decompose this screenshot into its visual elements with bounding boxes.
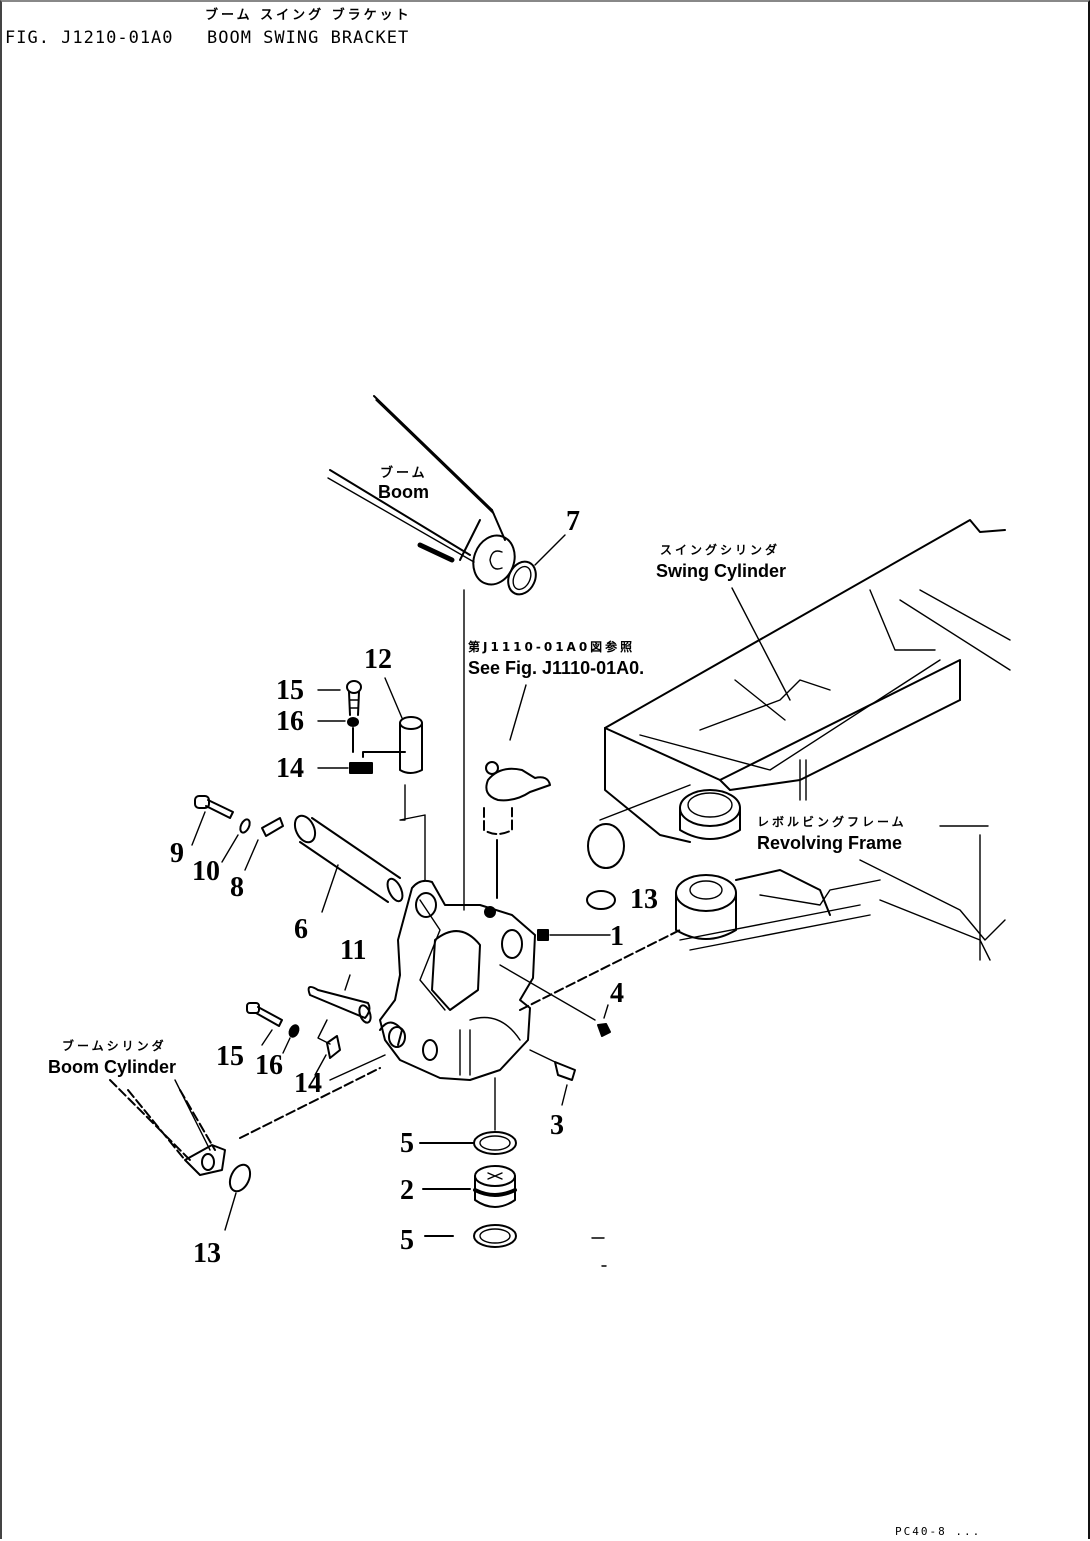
swing-cylinder-label: Swing Cylinder — [656, 561, 787, 581]
boom-label-jp: ブーム — [380, 466, 428, 481]
part-number-10: 10 — [192, 856, 220, 887]
part-number-15: 15 — [276, 675, 304, 706]
part-1-bracket — [379, 879, 611, 1081]
boom-cylinder-label: Boom Cylinder — [48, 1057, 177, 1077]
boom-label: Boom — [378, 482, 429, 502]
part-7-ring — [507, 534, 566, 596]
see-fig-label-jp: 第J1110-01A0図参照 — [468, 640, 636, 654]
part-number-16: 16 — [276, 706, 304, 737]
part-number-2: 2 — [400, 1175, 414, 1206]
leader-line — [603, 1004, 609, 1019]
part-2-bushing — [422, 1165, 517, 1208]
part-5-seal-upper — [419, 1131, 517, 1155]
boom-cylinder-end — [127, 1054, 386, 1231]
part-number-5-lower: 5 — [400, 1225, 414, 1256]
leader-line — [174, 1079, 211, 1151]
part-number-12: 12 — [364, 644, 392, 675]
part-3-fitting — [529, 1049, 576, 1106]
footer-code: PC40-8 ... — [895, 1525, 982, 1538]
boom-cylinder-label-jp: ブームシリンダ — [62, 1039, 167, 1053]
revolving-frame-label-jp: レボルビングフレーム — [757, 815, 907, 829]
swing-cylinder-connector — [483, 684, 551, 899]
bolt-9-washer-10-plate-8 — [191, 795, 284, 871]
leader-line — [731, 587, 791, 701]
part-4-nut — [597, 1023, 611, 1037]
part-number-3: 3 — [550, 1110, 564, 1141]
part-number-9: 9 — [170, 838, 184, 869]
part-number-11: 11 — [340, 935, 367, 966]
leader-line — [109, 1079, 191, 1161]
title-japanese: ブーム スイング ブラケット — [205, 8, 412, 23]
swing-cylinder-label-jp: スイングシリンダ — [660, 543, 781, 557]
figure-title: BOOM SWING BRACKET — [207, 28, 410, 48]
part-number-5-upper: 5 — [400, 1128, 414, 1159]
part-number-4: 4 — [610, 978, 624, 1009]
revolving-frame-drawing — [519, 519, 1011, 1011]
figure-number: FIG. J1210-01A0 — [5, 28, 174, 48]
part-number-7: 7 — [566, 506, 580, 537]
part-6-long-pin — [293, 814, 404, 913]
part-12-pin-assembly — [346, 680, 426, 881]
part-number-6: 6 — [294, 914, 308, 945]
part-5-seal-lower — [424, 1224, 517, 1248]
part-11-pin-assembly — [246, 974, 372, 1076]
part-number-1: 1 — [610, 921, 624, 952]
part-number-14-lower: 14 — [294, 1068, 322, 1099]
part-number-13-lower: 13 — [193, 1238, 221, 1269]
see-fig-label: See Fig. J1110-01A0. — [468, 658, 645, 678]
revolving-frame-label: Revolving Frame — [757, 833, 903, 853]
leader-line — [384, 677, 403, 719]
part-number-16-lower: 16 — [255, 1050, 283, 1081]
part-number-14: 14 — [276, 753, 304, 784]
part-number-15-lower: 15 — [216, 1041, 244, 1072]
part-number-8: 8 — [230, 872, 244, 903]
part-number-13-upper: 13 — [630, 884, 658, 915]
